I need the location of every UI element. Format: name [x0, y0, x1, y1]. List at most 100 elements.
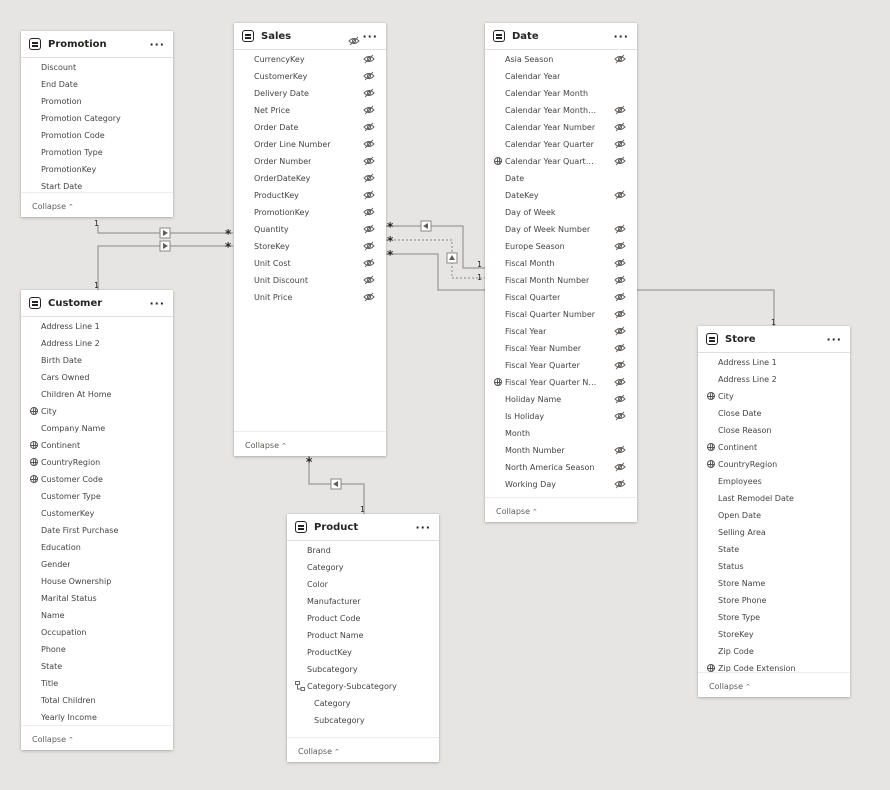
field-row[interactable]: CountryRegion — [698, 456, 850, 473]
hidden-eye-icon[interactable] — [614, 445, 626, 455]
field-row[interactable]: Fiscal Quarter — [485, 289, 637, 306]
hidden-eye-icon[interactable] — [614, 309, 626, 319]
more-options-icon[interactable]: ··· — [826, 332, 842, 346]
field-row[interactable]: Promotion Category — [21, 110, 173, 127]
field-row[interactable]: Fiscal Year Number — [485, 340, 637, 357]
hidden-eye-icon[interactable] — [614, 224, 626, 234]
hidden-eye-icon[interactable] — [614, 139, 626, 149]
hidden-eye-icon[interactable] — [363, 156, 375, 166]
field-row[interactable]: Close Reason — [698, 422, 850, 439]
field-row[interactable]: Calendar Year Month Nu... — [485, 102, 637, 119]
field-row[interactable]: Is Holiday — [485, 408, 637, 425]
field-row[interactable]: Category — [287, 695, 439, 712]
field-row[interactable]: Gender — [21, 556, 173, 573]
hidden-eye-icon[interactable] — [363, 207, 375, 217]
field-row[interactable]: Children At Home — [21, 386, 173, 403]
field-row[interactable]: Unit Cost — [234, 255, 386, 272]
field-row[interactable]: ProductKey — [234, 187, 386, 204]
field-row[interactable]: Customer Type — [21, 488, 173, 505]
field-row[interactable]: Selling Area — [698, 524, 850, 541]
field-row[interactable]: Asia Season — [485, 51, 637, 68]
hidden-eye-icon[interactable] — [614, 377, 626, 387]
hidden-eye-icon[interactable] — [614, 394, 626, 404]
field-row[interactable]: Order Date — [234, 119, 386, 136]
field-row[interactable]: Address Line 1 — [21, 318, 173, 335]
field-row[interactable]: ProductKey — [287, 644, 439, 661]
field-row[interactable]: Holiday Name — [485, 391, 637, 408]
hidden-eye-icon[interactable] — [363, 275, 375, 285]
hidden-eye-icon[interactable] — [363, 190, 375, 200]
field-row[interactable]: Working Day — [485, 476, 637, 493]
field-row[interactable]: Fiscal Year — [485, 323, 637, 340]
table-header[interactable]: Date··· — [485, 23, 637, 50]
field-row[interactable]: Unit Price — [234, 289, 386, 306]
field-row[interactable]: Fiscal Month Number — [485, 272, 637, 289]
field-row[interactable]: Last Remodel Date — [698, 490, 850, 507]
table-header[interactable]: Customer··· — [21, 290, 173, 317]
table-header[interactable]: Store··· — [698, 326, 850, 353]
field-row[interactable]: Store Type — [698, 609, 850, 626]
field-row[interactable]: CustomerKey — [21, 505, 173, 522]
field-row[interactable]: Unit Discount — [234, 272, 386, 289]
field-row[interactable]: Product Name — [287, 627, 439, 644]
hidden-eye-icon[interactable] — [363, 54, 375, 64]
field-row[interactable]: StoreKey — [698, 626, 850, 643]
table-header[interactable]: Promotion··· — [21, 31, 173, 58]
hidden-eye-icon[interactable] — [363, 173, 375, 183]
hidden-eye-icon[interactable] — [614, 462, 626, 472]
hidden-eye-icon[interactable] — [363, 292, 375, 302]
more-options-icon[interactable]: ··· — [362, 29, 378, 43]
field-row[interactable]: Store Phone — [698, 592, 850, 609]
field-row[interactable]: Color — [287, 576, 439, 593]
field-row[interactable]: North America Season — [485, 459, 637, 476]
field-row[interactable]: Promotion — [21, 93, 173, 110]
field-row[interactable]: Company Name — [21, 420, 173, 437]
field-row[interactable]: Discount — [21, 59, 173, 76]
more-options-icon[interactable]: ··· — [415, 520, 431, 534]
field-row[interactable]: Calendar Year Quarter — [485, 136, 637, 153]
field-row[interactable]: CurrencyKey — [234, 51, 386, 68]
hidden-eye-icon[interactable] — [614, 190, 626, 200]
field-row[interactable]: Calendar Year Quarter N... — [485, 153, 637, 170]
field-row[interactable]: Fiscal Quarter Number — [485, 306, 637, 323]
field-row[interactable]: Zip Code — [698, 643, 850, 660]
field-row[interactable]: Store Name — [698, 575, 850, 592]
hidden-eye-icon[interactable] — [363, 105, 375, 115]
field-row[interactable]: Zip Code Extension — [698, 660, 850, 677]
field-row[interactable]: Date — [485, 170, 637, 187]
field-row[interactable]: Cars Owned — [21, 369, 173, 386]
field-row[interactable]: Status — [698, 558, 850, 575]
field-row[interactable]: Open Date — [698, 507, 850, 524]
field-row[interactable]: Brand — [287, 542, 439, 559]
field-row[interactable]: Address Line 2 — [698, 371, 850, 388]
field-row[interactable]: Day of Week Number — [485, 221, 637, 238]
field-row[interactable]: Education — [21, 539, 173, 556]
field-row[interactable]: Address Line 1 — [698, 354, 850, 371]
field-row[interactable]: Calendar Year Number — [485, 119, 637, 136]
field-row[interactable]: Europe Season — [485, 238, 637, 255]
field-row[interactable]: OrderDateKey — [234, 170, 386, 187]
table-header[interactable]: Sales··· — [234, 23, 386, 50]
field-row[interactable]: Subcategory — [287, 661, 439, 678]
field-row[interactable]: Name — [21, 607, 173, 624]
field-row[interactable]: End Date — [21, 76, 173, 93]
field-row[interactable]: Customer Code — [21, 471, 173, 488]
field-row[interactable]: Marital Status — [21, 590, 173, 607]
field-row[interactable]: Calendar Year Month — [485, 85, 637, 102]
field-row[interactable]: Employees — [698, 473, 850, 490]
hidden-eye-icon[interactable] — [614, 479, 626, 489]
hidden-eye-icon[interactable] — [614, 292, 626, 302]
field-row[interactable]: Day of Week — [485, 204, 637, 221]
field-row[interactable]: PromotionKey — [21, 161, 173, 178]
field-row[interactable]: Category-Subcategory — [287, 678, 439, 695]
field-row[interactable]: Promotion Type — [21, 144, 173, 161]
field-row[interactable]: City — [698, 388, 850, 405]
field-row[interactable]: Address Line 2 — [21, 335, 173, 352]
field-row[interactable]: Birth Date — [21, 352, 173, 369]
hidden-eye-icon[interactable] — [614, 326, 626, 336]
collapse-button[interactable]: Collapse⌃ — [32, 202, 74, 211]
hidden-eye-icon[interactable] — [614, 105, 626, 115]
hidden-eye-icon[interactable] — [363, 139, 375, 149]
collapse-button[interactable]: Collapse⌃ — [298, 747, 340, 756]
